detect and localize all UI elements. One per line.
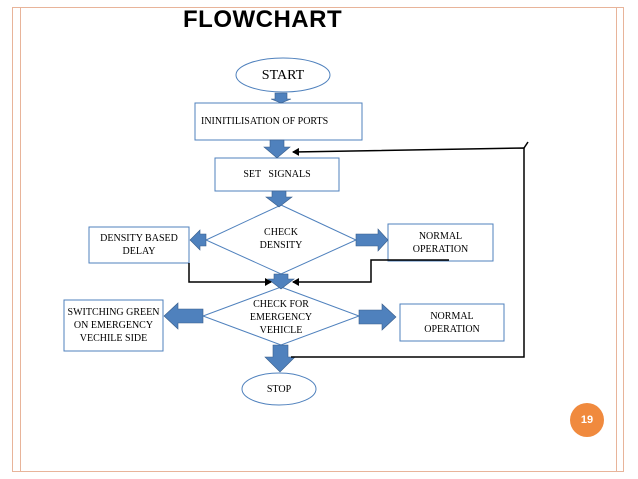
slide-frame-inner-right [616,7,617,472]
switch-green-box [63,299,164,352]
normal-operation-box-1 [387,223,494,262]
page-number-badge: 19 [570,403,604,437]
block-arrow-density-to-emergency [267,273,295,290]
slide-frame-inner-left [20,7,21,472]
check-emergency-label: CHECK FOR EMERGENCY VEHICLE [249,298,313,336]
density-delay-label: DENSITY BASED DELAY [100,233,178,257]
block-arrow-signals-to-density [265,190,293,208]
stop-label: STOP [266,383,292,395]
slide-frame [12,7,624,472]
stop-terminal [241,372,317,406]
block-arrow-to-normal-1 [355,228,389,252]
set-signals-label: SET SIGNALS [243,169,311,180]
connector-delay-to-emergency [188,263,272,286]
check-density-label: CHECK DENSITY [259,227,303,251]
normal-operation-box-2 [399,303,505,342]
block-arrow-emergency-to-stop [264,344,296,373]
block-arrow-to-switch-green [163,302,204,330]
density-delay-box [88,226,190,264]
start-label: START [261,67,305,83]
block-arrow-start-to-init [270,92,292,104]
connector-loop-tick [523,141,529,149]
connector-loop-back [291,147,525,358]
block-arrow-to-normal-2 [358,303,397,331]
start-terminal [235,57,331,93]
connector-normal-to-emergency [292,259,449,286]
normal-operation-label-1: NORMAL OPERATION [412,230,469,255]
block-arrow-to-density-delay [189,229,207,251]
normal-operation-label-2: NORMAL OPERATION [424,310,480,335]
init-ports-label: ININITILISATION OF PORTS [201,116,329,127]
init-ports-box [194,102,363,141]
slide-title: FLOWCHART [183,6,343,33]
block-arrow-init-to-signals [263,139,291,159]
switch-green-label: SWITCHING GREEN ON EMERGENCY VECHILE SID… [67,307,160,344]
